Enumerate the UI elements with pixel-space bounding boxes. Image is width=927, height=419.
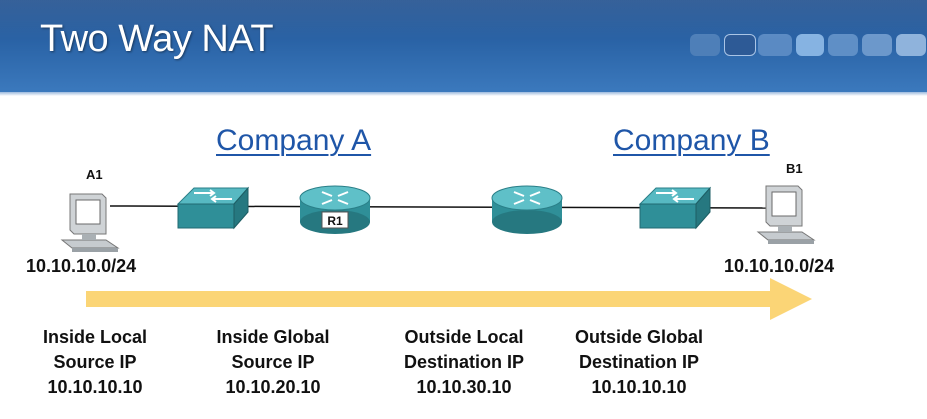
router-icon	[491, 185, 563, 234]
header-rule	[0, 92, 927, 96]
company-b-link[interactable]: Company B	[613, 124, 770, 157]
inside-global-address: Inside Global Source IP 10.10.20.10	[216, 327, 330, 397]
host-b1-label: B1	[786, 161, 803, 176]
inside-local-address: Inside Local Source IP 10.10.10.10	[42, 327, 148, 397]
network-topology: R1	[60, 185, 816, 252]
host-a1-label: A1	[86, 167, 103, 182]
router-r1-label: R1	[327, 214, 343, 228]
router-icon: R1	[299, 185, 371, 234]
slide-header: Two Way NAT	[0, 0, 927, 92]
switch-icon	[638, 186, 712, 230]
switch-icon	[176, 186, 250, 230]
slide-title: Two Way NAT	[40, 18, 274, 60]
flow-arrow	[86, 278, 812, 320]
outside-global-address: Outside Global Destination IP 10.10.10.1…	[574, 327, 703, 397]
company-a-link[interactable]: Company A	[216, 124, 372, 157]
host-a1-subnet: 10.10.10.0/24	[26, 256, 137, 276]
pc-icon	[756, 185, 816, 244]
host-b1-subnet: 10.10.10.0/24	[724, 256, 835, 276]
pc-icon	[60, 193, 120, 252]
outside-local-address: Outside Local Destination IP 10.10.30.10	[403, 327, 524, 397]
